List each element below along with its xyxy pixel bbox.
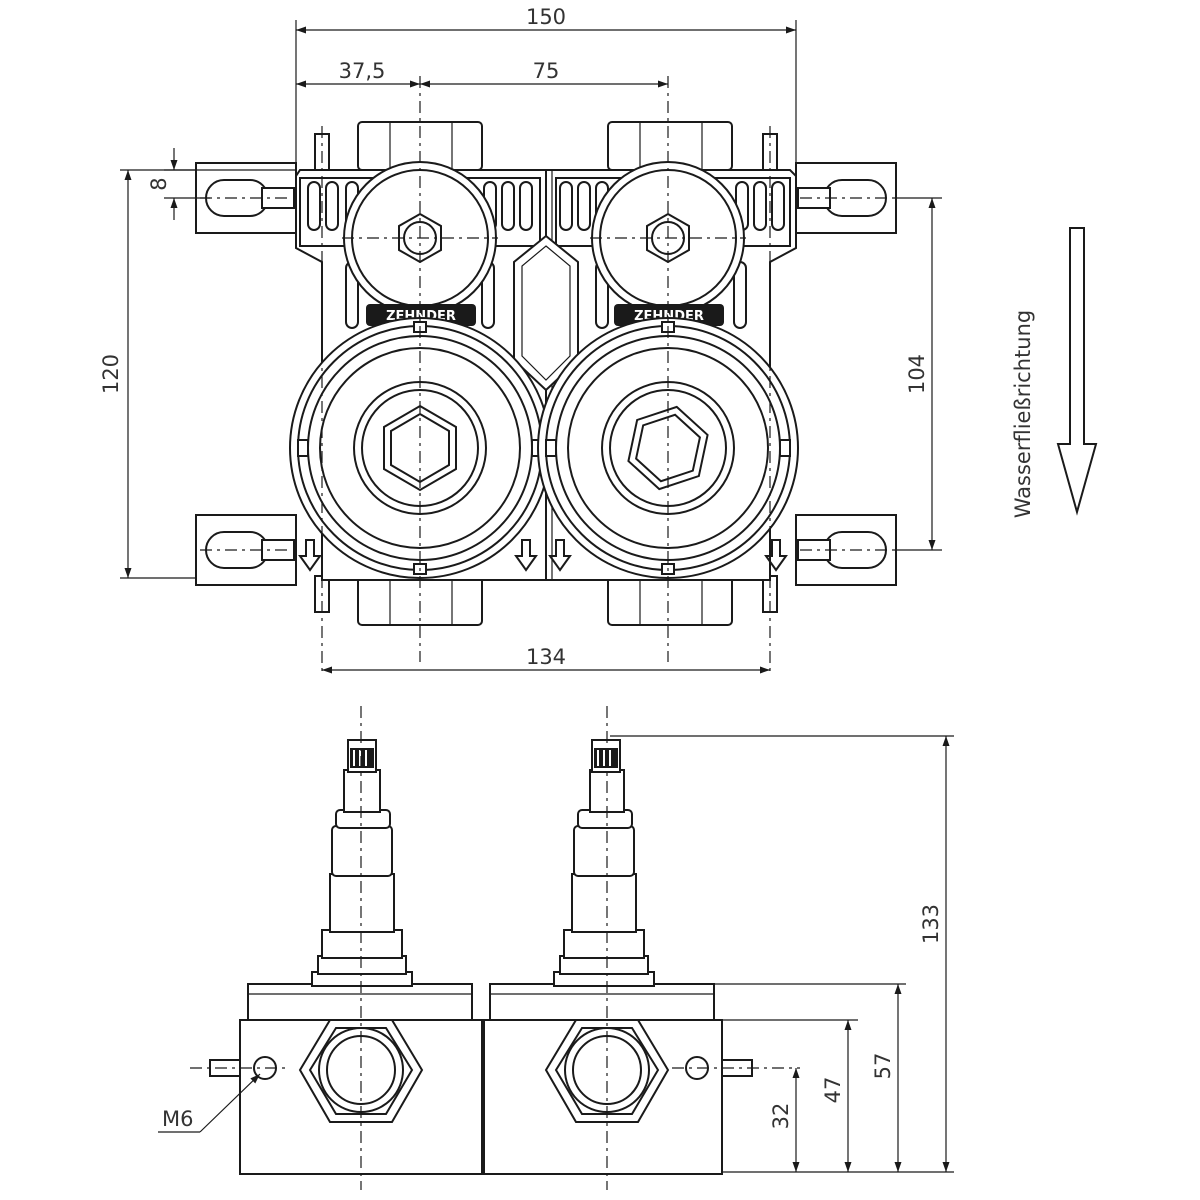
dim-tab-height: 8	[147, 177, 171, 190]
dim-total-height: 133	[919, 904, 943, 944]
dim-overall-height: 120	[99, 354, 123, 394]
dim-axis-spacing: 75	[533, 59, 560, 83]
bottom-connector-right	[607, 574, 733, 626]
flow-direction-indicator: Wasserfließrichtung	[1011, 227, 1098, 518]
thread-label: M6	[162, 1107, 193, 1131]
dim-body-height: 57	[871, 1053, 895, 1080]
side-port-right	[544, 1019, 670, 1123]
center-diamond	[513, 234, 579, 392]
top-view: ZEHNDER ZEHNDER	[99, 5, 942, 676]
flow-direction-label: Wasserfließrichtung	[1011, 310, 1035, 518]
side-port-left	[298, 1019, 424, 1123]
dim-mount-spacing-horizontal: 134	[526, 645, 566, 669]
dim-mount-spacing-vertical: 104	[905, 354, 929, 394]
side-view: 133 57 47 32 M6	[158, 706, 954, 1190]
dim-port-height: 47	[821, 1077, 845, 1104]
housing-flow-marks	[298, 539, 788, 572]
flow-direction-arrow-icon	[1056, 227, 1098, 516]
dim-edge-to-axis: 37,5	[339, 59, 386, 83]
dim-overall-width: 150	[526, 5, 566, 29]
large-valve-right	[537, 317, 799, 579]
dim-bolt-height: 32	[769, 1103, 793, 1130]
top-connector-right	[607, 121, 733, 171]
valve-stem-right	[553, 739, 655, 987]
valve-stem-left	[311, 739, 413, 987]
